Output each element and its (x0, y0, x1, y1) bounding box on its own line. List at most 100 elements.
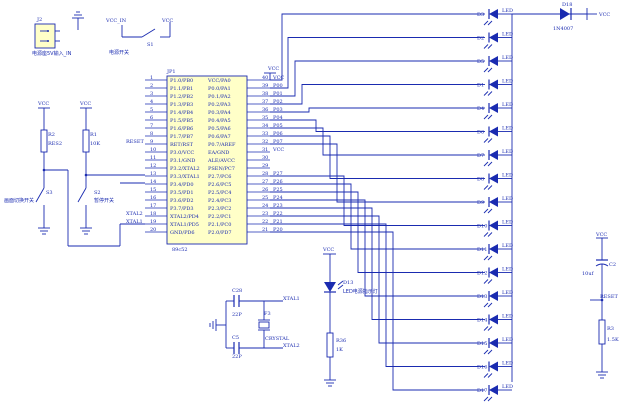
mcu-right-pin-number: 24 (262, 203, 268, 209)
mcu-right-net-label: P20 (273, 227, 283, 233)
led-bus-wire-top (270, 13, 478, 81)
mcu-left-pin-number: 12 (150, 163, 156, 169)
mcu-right-pin-number: 21 (262, 227, 268, 233)
led-ref: D13 (477, 294, 487, 300)
mcu-right-net-label: P03 (273, 107, 283, 113)
mcu-right-pin-name: PSEN/PC7 (208, 166, 235, 172)
r1-vcc: VCC (79, 101, 91, 107)
mcu-left-pin-number: 1 (150, 75, 153, 81)
mcu-right-pin-name: P0.1/PA2 (208, 94, 231, 100)
mcu-left-pin-name: P1.6/PB6 (170, 126, 193, 132)
mcu-right-net-label: P27 (273, 171, 283, 177)
led-bus-wire (270, 143, 478, 203)
mcu-left-pin-name: P1.4/PB4 (170, 110, 193, 116)
led-label: LED (502, 79, 513, 85)
mcu-right-pin-name: P0.0/PA1 (208, 86, 231, 92)
mcu-right-net-label: P25 (273, 187, 283, 193)
mcu-left-pin-name: P3.4/PD0 (170, 182, 194, 188)
mcu-right-pin-name: P0.6/PA7 (208, 134, 231, 140)
led-ray (487, 373, 493, 378)
led-triangle (489, 126, 498, 137)
led-triangle (489, 150, 498, 160)
mcu-right-pin-name: EA/GND (208, 150, 229, 156)
mcu-right-pin-number: 34 (262, 123, 268, 129)
mcu-right-net-label: P23 (273, 203, 283, 209)
mcu-right-pin-name: VCC/PA0 (207, 78, 231, 84)
mcu-left-pin-name: P1.7/PB7 (170, 134, 193, 140)
mcu-right-net-label: VCC (272, 75, 284, 81)
vcc-in-label: VCC_IN (105, 18, 127, 24)
led-triangle (489, 314, 498, 325)
mcu-right-pin-name: ALE/AVCC (207, 158, 235, 164)
mcu-right-pin-number: 22 (262, 219, 268, 225)
mcu-left-pin-name: P1.3/PB3 (170, 102, 193, 108)
led-ray (483, 232, 489, 237)
mcu-ref: JP1 (166, 69, 176, 75)
mcu-right-pin-number: 32 (262, 139, 268, 145)
mcu-left-pin-number: 4 (150, 99, 153, 105)
led-ref: D9 (477, 200, 484, 206)
reset-vcc: VCC (595, 232, 607, 238)
c28-ref: C28 (232, 288, 242, 294)
d18-ref: D18 (562, 2, 572, 8)
led-ray (487, 161, 493, 167)
mcu-left-pin-name: P1.0/PB0 (170, 78, 193, 84)
r3-ref: R3 (607, 326, 614, 332)
s1-ref: S1 (147, 42, 154, 48)
led-ref: D5 (477, 59, 484, 65)
r2-s3-branch: VCC R2 RES2 画面切换开关 S3 (4, 101, 145, 247)
mcu-left-pin-number: 8 (150, 131, 153, 137)
mcu-right-net-label: P04 (273, 115, 283, 121)
led-ray (483, 208, 489, 214)
led-triangle (489, 361, 498, 372)
mcu-right-pin-name: P2.6/PC5 (208, 182, 231, 188)
power-led-label: LED电源指示灯 (343, 288, 378, 295)
led-ray (487, 302, 493, 308)
led-ref: D17 (477, 388, 487, 394)
mcu-left-pin-number: 13 (150, 171, 156, 177)
led-array: D3LEDD2LEDD5LEDD1LEDD4LEDD6LEDD7LEDD8LED… (477, 8, 513, 402)
mcu-left-pin-name: P1.2/PB2 (170, 94, 193, 100)
led-ray (483, 279, 489, 284)
mcu-left-pin-number: 18 (150, 211, 156, 217)
mcu-right-pin-name: P0.5/PA6 (208, 126, 231, 132)
mcu-right-pin-name: P2.4/PC3 (208, 198, 231, 204)
mcu-left-pin-name: XTAL1/PD5 (170, 222, 199, 228)
mcu-right-pin-name: P2.0/PD7 (208, 230, 232, 236)
led-ref: D15 (477, 341, 487, 347)
led-ray (487, 44, 493, 49)
xtal1-net: XTAL1 (283, 296, 300, 302)
mcu-left-net-label: RESET (126, 139, 144, 145)
led-ray (483, 396, 489, 402)
led-triangle (489, 173, 498, 184)
r2-vcc: VCC (37, 101, 49, 107)
r1-s2-branch: VCC R1 10K 暂停开关 S2 (77, 101, 145, 235)
led-bus-wire (270, 107, 478, 113)
mcu-right-pin-number: 30 (262, 155, 268, 161)
mcu-left-pin-name: GND/PD6 (170, 230, 195, 236)
mcu-right-net-label: P06 (273, 131, 283, 137)
led-label: LED (502, 314, 513, 320)
d18-vcc: VCC (598, 12, 610, 18)
mcu-right-pin-name: P0.7/AREF (208, 142, 236, 148)
led-ray (487, 349, 493, 355)
mcu-left-pin-name: P3.7/PD3 (170, 206, 194, 212)
led-label: LED (502, 337, 513, 343)
led-ref: D1 (477, 83, 484, 89)
mcu-left-pin-number: 11 (150, 155, 156, 161)
led-ray (483, 114, 489, 120)
j2-label: 电源座5V输入_IN (32, 50, 72, 57)
mcu-right-net-label: P07 (273, 139, 283, 145)
vcc-label-s1: VCC (161, 18, 173, 24)
r2-ref: R2 (48, 132, 55, 138)
mcu-right-pin-number: 39 (262, 83, 268, 89)
d13-ref: D13 (343, 280, 353, 286)
led-label: LED (502, 196, 513, 202)
mcu-left-pin-number: 2 (150, 83, 153, 89)
mcu-vcc-label: VCC (267, 66, 279, 72)
led-bus-wire (270, 135, 478, 179)
led-label: LED (502, 126, 513, 132)
led-triangle (489, 220, 498, 231)
